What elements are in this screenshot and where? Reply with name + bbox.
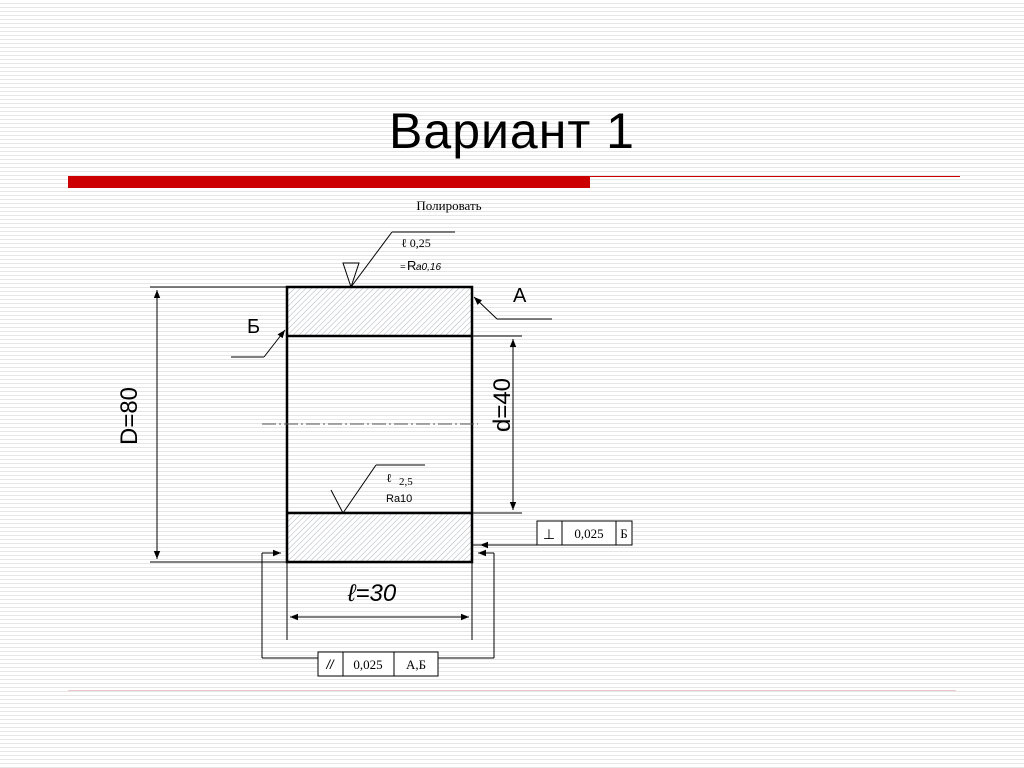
perpendicularity-symbol: ⊥	[543, 526, 555, 542]
length-dimension	[286, 562, 473, 640]
outer-diameter-label: D=80	[116, 387, 143, 445]
parallelism-datum: А,Б	[406, 657, 426, 672]
inner-roughness-cutoff-value: 2,5	[399, 476, 413, 488]
length-label: ℓ=30	[347, 580, 397, 607]
datum-b-label: Б	[247, 316, 260, 338]
datum-b-leader	[231, 329, 286, 358]
outer-diameter-dimension	[150, 286, 287, 563]
top-hatched-section	[287, 287, 472, 336]
inner-diameter-label: d=40	[489, 378, 516, 432]
top-roughness-cutoff: ℓ 0,25	[401, 236, 431, 250]
top-roughness-eq: =	[400, 262, 406, 273]
inner-roughness-symbol	[330, 464, 425, 514]
inner-roughness-cutoff: ℓ	[386, 471, 392, 485]
top-roughness-value: a0,16	[416, 262, 441, 273]
inner-diameter-dimension	[472, 335, 522, 514]
bottom-hatched-section	[287, 513, 472, 562]
perpendicularity-value: 0,025	[574, 526, 603, 541]
datum-a-leader	[473, 296, 552, 320]
top-roughness-r: R	[407, 258, 416, 273]
perpendicularity-frame	[536, 520, 633, 546]
title-accent-bar	[68, 176, 590, 188]
parallelism-symbol: //	[325, 657, 335, 672]
slide-title: Вариант 1	[389, 103, 635, 159]
footer-divider	[68, 690, 956, 691]
top-roughness-symbol	[342, 231, 455, 289]
parallelism-value: 0,025	[353, 657, 382, 672]
polish-note: Полировать	[416, 198, 481, 213]
datum-a-label: А	[513, 285, 527, 307]
perpendicularity-datum: Б	[620, 526, 627, 541]
inner-roughness-value: Ra10	[386, 493, 412, 505]
parallelism-frame	[317, 651, 439, 677]
parallelism-leader	[261, 549, 495, 659]
title-accent-line	[590, 176, 960, 177]
